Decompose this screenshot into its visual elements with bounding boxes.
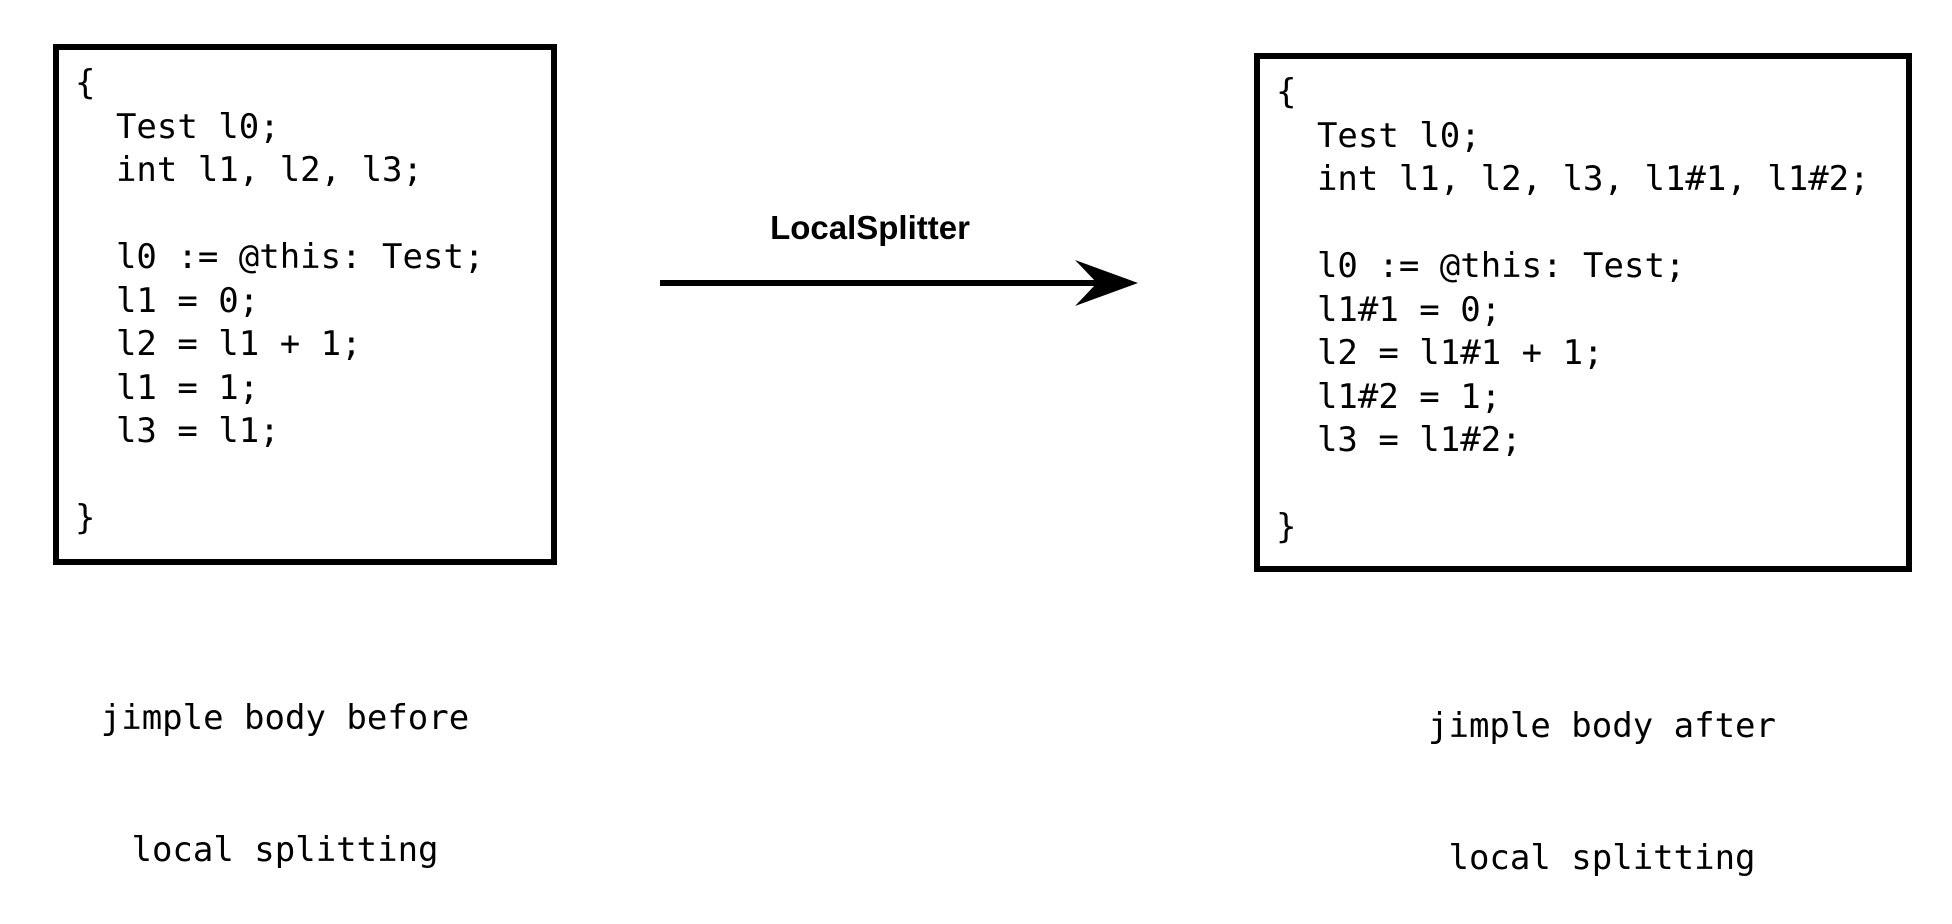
caption-line: local splitting [131, 830, 439, 870]
code-line: l2 = l1 + 1; [75, 324, 362, 364]
code-line: Test l0; [75, 106, 280, 147]
code-line: l2 = l1#1 + 1; [1276, 333, 1604, 373]
code-line: l3 = l1; [75, 411, 280, 451]
caption-line: local splitting [1448, 838, 1756, 878]
caption-after: jimple body after local splitting [1402, 616, 1802, 924]
code-line: Test l0; [1276, 115, 1481, 156]
code-line: { [75, 63, 96, 103]
code-line: l0 := @this: Test; [75, 237, 485, 277]
code-line: int l1, l2, l3, l1#1, l1#2; [1276, 159, 1870, 199]
caption-line: jimple body after [1428, 706, 1776, 746]
code-line: l1 = 0; [75, 280, 260, 321]
caption-line: jimple body before [100, 698, 470, 738]
transform-label: LocalSplitter [770, 209, 970, 246]
code-line [75, 193, 484, 237]
arrow-head [1075, 260, 1138, 306]
code-box-after: { Test l0; int l1, l2, l3, l1#1, l1#2; l… [1254, 53, 1912, 572]
code-line: } [75, 498, 96, 538]
code-line: l0 := @this: Test; [1276, 246, 1686, 286]
code-line: l1#1 = 0; [1276, 289, 1502, 330]
code-line [1276, 202, 1870, 246]
code-line: l3 = l1#2; [1276, 420, 1522, 460]
code-line [1276, 463, 1870, 507]
code-box-before: { Test l0; int l1, l2, l3; l0 := @this: … [53, 44, 557, 565]
code-line: } [1276, 507, 1297, 547]
code-line: int l1, l2, l3; [75, 150, 423, 190]
code-after: { Test l0; int l1, l2, l3, l1#1, l1#2; l… [1276, 71, 1870, 550]
code-line: l1#2 = 1; [1276, 376, 1502, 417]
code-line [75, 454, 484, 498]
code-before: { Test l0; int l1, l2, l3; l0 := @this: … [75, 62, 484, 541]
right-arrow-icon [660, 260, 1138, 306]
code-line: l1 = 1; [75, 367, 260, 408]
caption-before: jimple body before local splitting [85, 608, 485, 916]
code-line: { [1276, 72, 1297, 112]
